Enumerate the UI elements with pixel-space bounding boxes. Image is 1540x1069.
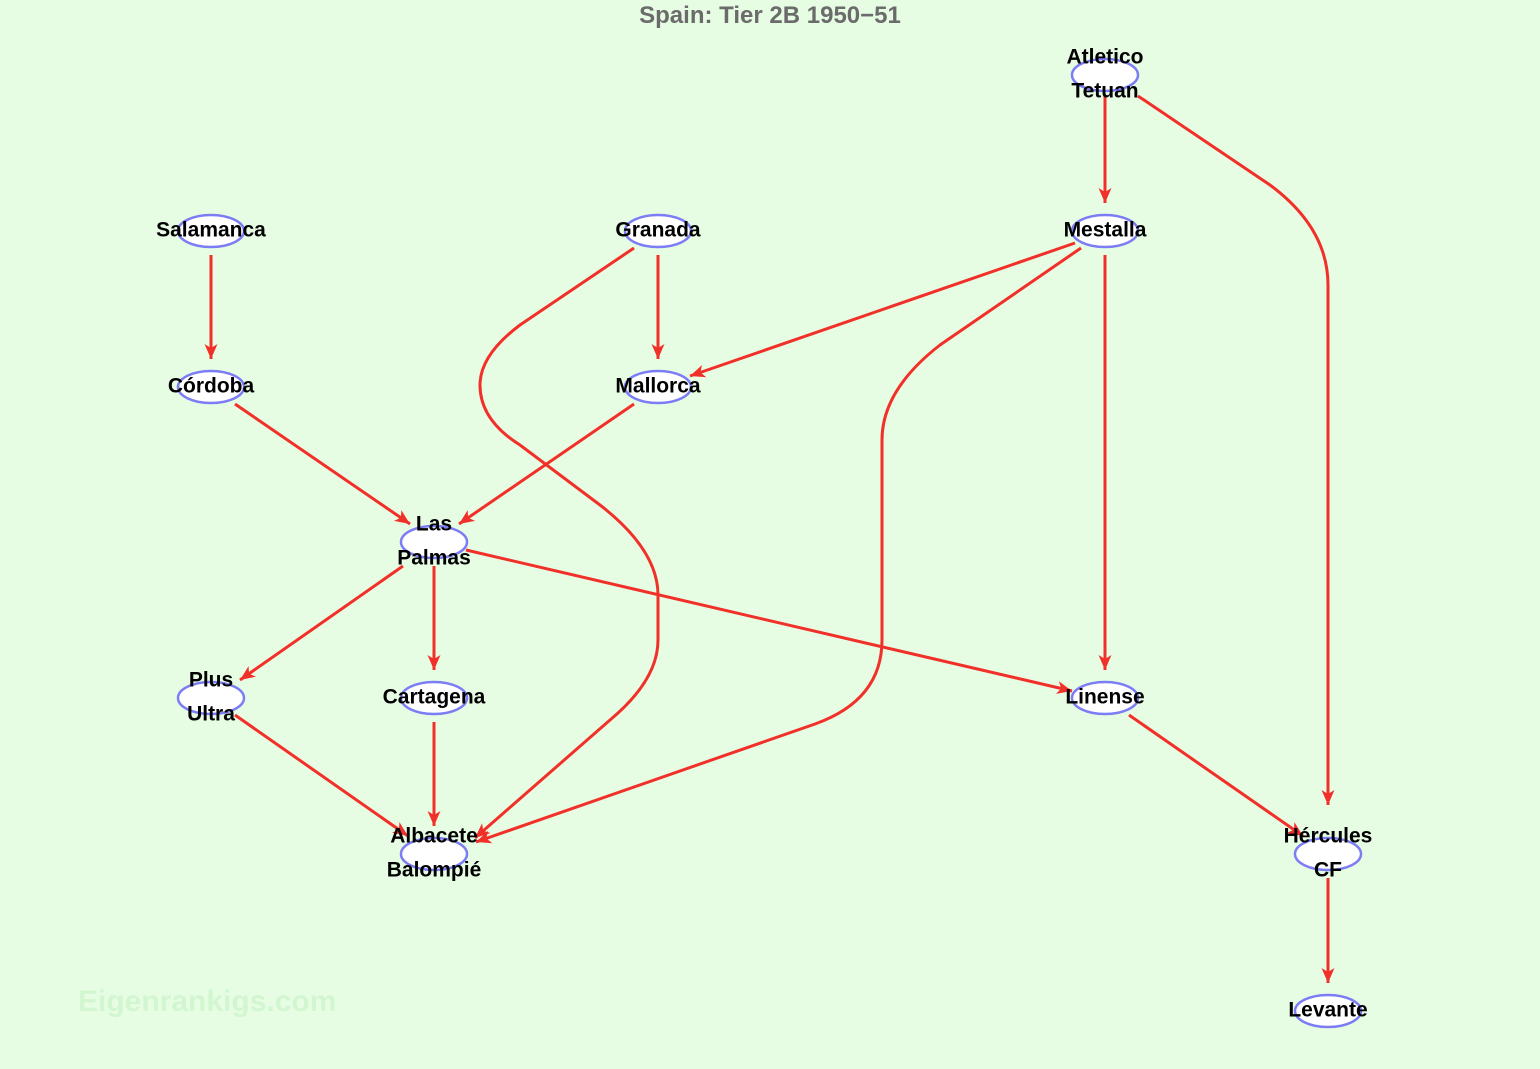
arrowhead-mestalla-to-linense bbox=[1098, 655, 1112, 670]
node-atletico-ellipse bbox=[1070, 57, 1140, 93]
node-levante-label-0: Levante bbox=[1288, 999, 1367, 1022]
arrowhead-plusultra-to-albacete bbox=[391, 822, 408, 836]
edge-laspalmas-to-plusultra bbox=[239, 564, 404, 682]
node-levante: Levante bbox=[1288, 993, 1368, 1029]
node-hercules-ellipse bbox=[1293, 836, 1363, 872]
arrowhead-mestalla-to-mallorca bbox=[690, 364, 707, 378]
node-linense-label-0: Linense bbox=[1065, 686, 1144, 709]
node-salamanca-label-0: Salamanca bbox=[156, 219, 266, 242]
arrowhead-salamanca-to-cordoba bbox=[204, 344, 218, 359]
node-cartagena: Cartagena bbox=[383, 680, 486, 716]
node-cordoba-label-0: Córdoba bbox=[168, 375, 255, 398]
node-albacete-ellipse bbox=[399, 836, 469, 872]
arrowhead-laspalmas-to-linense bbox=[1055, 681, 1072, 694]
arrowhead-hercules-to-levante bbox=[1321, 968, 1335, 983]
node-mallorca: Mallorca bbox=[615, 369, 701, 405]
edge-plusultra-to-albacete bbox=[234, 713, 409, 838]
node-atletico-label-1: Tetuan bbox=[1071, 80, 1138, 103]
edges-layer bbox=[204, 94, 1335, 983]
node-salamanca: Salamanca bbox=[156, 213, 266, 249]
arrowhead-atletico-to-hercules bbox=[1321, 790, 1335, 805]
node-mestalla: Mestalla bbox=[1064, 213, 1147, 249]
arrowhead-mallorca-to-laspalmas bbox=[459, 510, 476, 524]
node-laspalmas-label-0: Las bbox=[416, 513, 452, 536]
node-linense-ellipse bbox=[1070, 680, 1140, 716]
node-granada-ellipse bbox=[623, 213, 693, 249]
node-atletico-label-0: Atletico bbox=[1066, 46, 1143, 69]
arrowhead-cartagena-to-albacete bbox=[427, 811, 441, 826]
arrowhead-laspalmas-to-cartagena bbox=[427, 655, 441, 670]
node-mestalla-ellipse bbox=[1070, 213, 1140, 249]
node-laspalmas-label-1: Palmas bbox=[397, 547, 471, 570]
edge-mallorca-to-laspalmas bbox=[458, 402, 635, 526]
arrowhead-mestalla-to-albacete bbox=[476, 830, 493, 844]
node-cordoba-ellipse bbox=[176, 369, 246, 405]
arrowhead-cordoba-to-laspalmas bbox=[393, 510, 410, 524]
node-mallorca-label-0: Mallorca bbox=[615, 375, 701, 398]
arrowhead-granada-to-albacete bbox=[475, 823, 491, 838]
edge-laspalmas-to-linense bbox=[465, 548, 1073, 693]
node-levante-ellipse bbox=[1293, 993, 1363, 1029]
node-mestalla-label-0: Mestalla bbox=[1064, 219, 1147, 242]
node-salamanca-ellipse bbox=[176, 213, 246, 249]
node-laspalmas-ellipse bbox=[399, 524, 469, 560]
arrowhead-granada-to-mallorca bbox=[651, 344, 665, 359]
node-cordoba: Córdoba bbox=[168, 369, 255, 405]
edge-mestalla-to-albacete bbox=[475, 246, 1082, 844]
edge-cordoba-to-laspalmas bbox=[234, 402, 411, 526]
node-mallorca-ellipse bbox=[623, 369, 693, 405]
diagram-title: Spain: Tier 2B 1950−51 bbox=[639, 2, 901, 29]
arrowhead-atletico-to-mestalla bbox=[1098, 188, 1112, 203]
arrowhead-linense-to-hercules bbox=[1286, 822, 1303, 836]
edge-atletico-to-hercules bbox=[1137, 94, 1330, 805]
node-hercules-label-1: CF bbox=[1314, 859, 1342, 882]
arrowhead-laspalmas-to-plusultra bbox=[240, 666, 257, 680]
node-plusultra-label-0: Plus bbox=[189, 669, 233, 692]
watermark: Eigenrankigs.com bbox=[78, 985, 337, 1018]
node-cartagena-label-0: Cartagena bbox=[383, 686, 486, 709]
edge-linense-to-hercules bbox=[1128, 713, 1304, 838]
edge-mestalla-to-mallorca bbox=[689, 241, 1076, 378]
node-plusultra-label-1: Ultra bbox=[187, 703, 235, 726]
node-hercules-label-0: Hércules bbox=[1284, 825, 1373, 848]
node-albacete-label-0: Albacete bbox=[390, 825, 478, 848]
node-albacete-label-1: Balompié bbox=[387, 859, 482, 882]
node-granada: Granada bbox=[615, 213, 701, 249]
node-cartagena-ellipse bbox=[399, 680, 469, 716]
node-plusultra-ellipse bbox=[176, 680, 246, 716]
node-linense: Linense bbox=[1065, 680, 1145, 716]
edge-granada-to-albacete bbox=[474, 246, 660, 840]
node-granada-label-0: Granada bbox=[615, 219, 701, 242]
